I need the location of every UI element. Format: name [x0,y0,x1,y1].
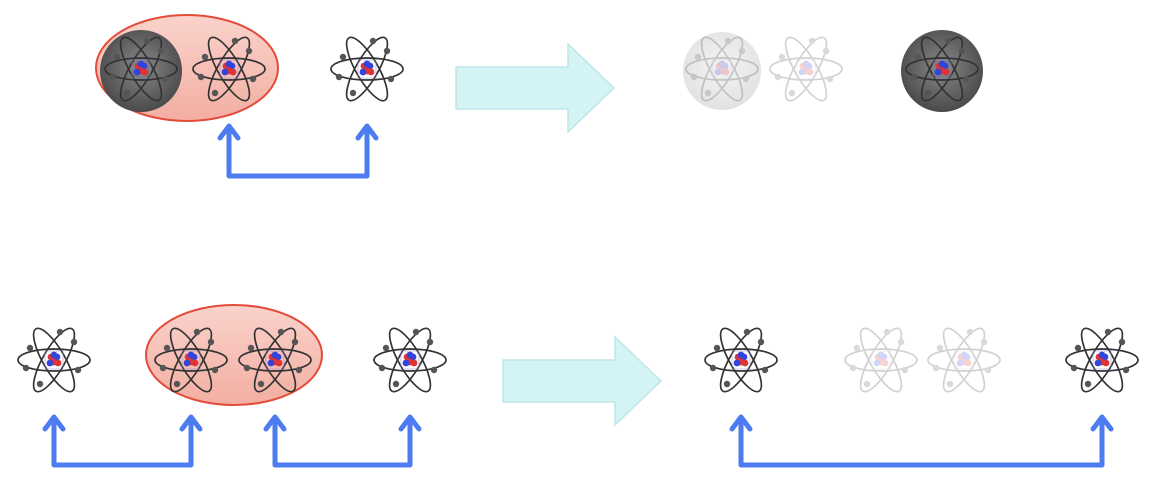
row2-after-atom-3-atom-icon [927,327,1001,393]
row1-before-atom-3-atom-icon [330,36,404,102]
row1-transition-right-arrow-icon [455,42,616,134]
row1-after-atom-3-atom-icon [905,36,979,102]
row2-before-link-arrow-1 [42,414,203,468]
row2-after-atom-2-atom-icon [844,327,918,393]
row2-after-link-arrow-1 [729,414,1114,468]
row2-before-atom-1-atom-icon [17,327,91,393]
row1-after-atom-2-atom-icon [769,36,843,102]
row2-after-atom-1-atom-icon [704,327,778,393]
row1-after-atom-1-shade [683,32,761,110]
row2-before-atom-2-atom-icon [154,327,228,393]
row1-before-link-arrow-1 [217,123,379,179]
row2-transition-right-arrow-icon [502,335,663,427]
row2-before-atom-3-atom-icon [238,327,312,393]
row1-after-atom-1-atom-icon [685,36,759,102]
row1-before-atom-2-atom-icon [192,36,266,102]
row2-after-atom-4-atom-icon [1065,327,1139,393]
row1-before-atom-1-atom-icon [104,36,178,102]
row2-before-link-arrow-2 [263,414,422,468]
row2-before-atom-4-atom-icon [373,327,447,393]
